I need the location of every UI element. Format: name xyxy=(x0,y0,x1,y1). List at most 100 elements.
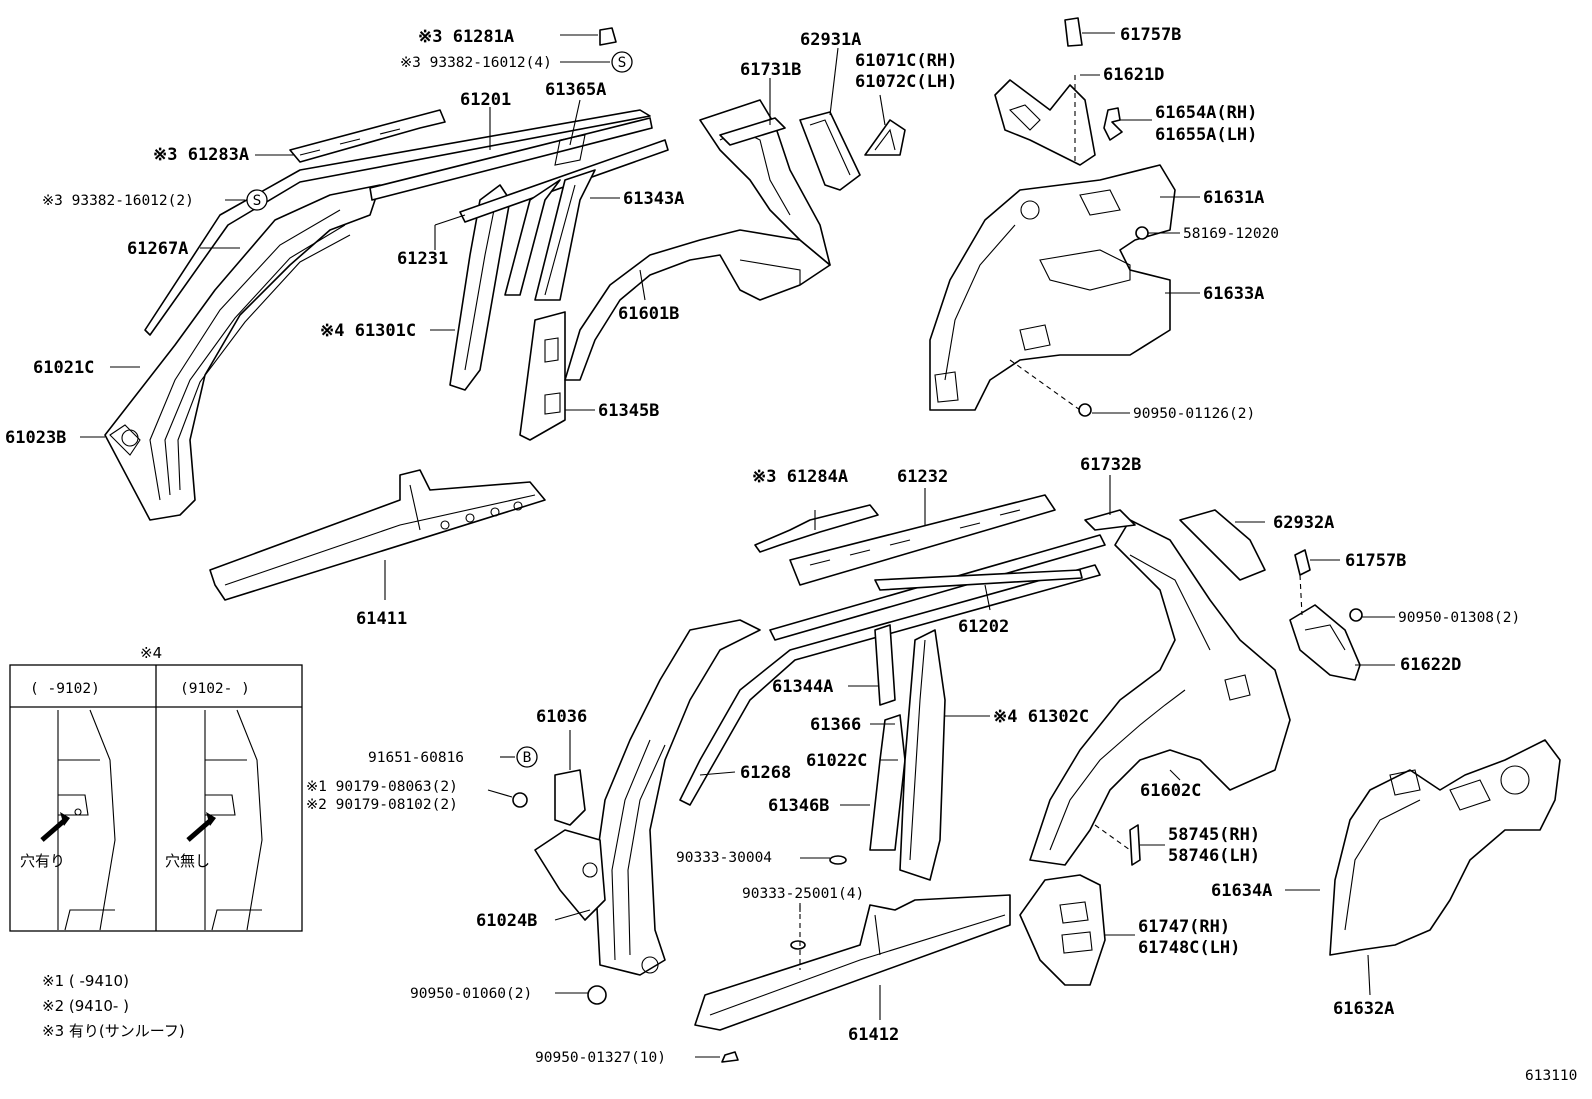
label-61343a: 61343A xyxy=(623,189,684,209)
label-61024b: 61024B xyxy=(476,911,537,931)
svg-text:B: B xyxy=(523,750,532,766)
label-62932a: 62932A xyxy=(1273,513,1334,533)
label-61365a: 61365A xyxy=(545,80,606,100)
bracket-61036-part xyxy=(554,769,586,826)
bracket-61747-part xyxy=(1019,874,1106,986)
label-61283a: ※3 61283A xyxy=(153,145,249,165)
circle-s-symbol-1: S xyxy=(611,51,633,73)
label-58745: 58745(RH) xyxy=(1168,825,1260,845)
label-61366: 61366 xyxy=(810,715,861,735)
label-58746: 58746(LH) xyxy=(1168,846,1260,866)
label-61602c: 61602C xyxy=(1140,781,1201,801)
footnote-1: ※1 ( -9410) xyxy=(42,972,129,990)
label-61071c: 61071C(RH) xyxy=(855,51,957,71)
bolt-90950-01308-part xyxy=(1349,608,1363,622)
pillar-61024b-part xyxy=(534,619,761,976)
panel-61622d-part xyxy=(1289,574,1361,681)
label-91651: 91651-60816 xyxy=(368,750,464,766)
label-61072c: 61072C(LH) xyxy=(855,72,957,92)
label-58169: 58169-12020 xyxy=(1183,226,1279,242)
label-61601b: 61601B xyxy=(618,304,679,324)
label-61202: 61202 xyxy=(958,617,1009,637)
label-61732b: 61732B xyxy=(1080,455,1141,475)
gusset-61071c-part xyxy=(864,119,906,156)
label-90333-30004: 90333-30004 xyxy=(676,850,772,866)
label-61731b: 61731B xyxy=(740,60,801,80)
label-90179-2: ※2 90179-08102(2) xyxy=(306,797,458,813)
label-61621d: 61621D xyxy=(1103,65,1164,85)
label-61655a: 61655A(LH) xyxy=(1155,125,1257,145)
label-61036: 61036 xyxy=(536,707,587,727)
label-61267a: 61267A xyxy=(127,239,188,259)
rail-61232-part xyxy=(789,494,1056,586)
label-61757b-top: 61757B xyxy=(1120,25,1181,45)
label-61301c: ※4 61301C xyxy=(320,321,416,341)
label-93382-2: ※3 93382-16012(2) xyxy=(42,193,194,209)
label-61633a: 61633A xyxy=(1203,284,1264,304)
clip-61757b-mid-part xyxy=(1294,549,1311,576)
bracket-61284a-part xyxy=(754,504,879,553)
rocker-61412-part xyxy=(694,894,1011,1031)
label-61232: 61232 xyxy=(897,467,948,487)
leader-lines xyxy=(80,32,1395,1058)
bracket-61283a-part xyxy=(289,109,446,163)
label-61411: 61411 xyxy=(356,609,407,629)
wheel-housing-61631a-part xyxy=(929,164,1176,411)
label-61632a: 61632A xyxy=(1333,999,1394,1019)
fasteners-part xyxy=(512,27,1149,1063)
inset-col2-header: (9102- ) xyxy=(180,681,250,697)
svg-text:S: S xyxy=(253,193,262,209)
label-61346b: 61346B xyxy=(768,796,829,816)
label-61654a: 61654A(RH) xyxy=(1155,103,1257,123)
diagram-id: 613110 xyxy=(1525,1068,1577,1084)
label-61344a: 61344A xyxy=(772,677,833,697)
footnote-3: ※3 有り(サンルーフ) xyxy=(42,1022,185,1040)
quarter-panel-61601b-part xyxy=(564,99,831,381)
circle-b-symbol: B xyxy=(516,746,538,768)
label-61631a: 61631A xyxy=(1203,188,1264,208)
label-61345b: 61345B xyxy=(598,401,659,421)
loop-61654a-part xyxy=(1103,107,1123,141)
label-61284a: ※3 61284A xyxy=(752,467,848,487)
pillar-61345b-part xyxy=(519,311,566,441)
inset-col2-caption: 穴無し xyxy=(165,852,210,870)
footnote-2: ※2 (9410- ) xyxy=(42,997,129,1015)
part-labels: ※3 61281A ※3 93382-16012(4) 62931A 61071… xyxy=(5,25,1520,1066)
inset-col1-header: ( -9102) xyxy=(30,681,100,697)
label-61747: 61747(RH) xyxy=(1138,917,1230,937)
label-90179-1: ※1 90179-08063(2) xyxy=(306,779,458,795)
label-90950-01060: 90950-01060(2) xyxy=(410,986,532,1002)
rocker-61411-part xyxy=(209,469,546,601)
label-62931a: 62931A xyxy=(800,30,861,50)
clip-61757b-top-part xyxy=(1064,17,1083,47)
label-61231: 61231 xyxy=(397,249,448,269)
inset-title: ※4 xyxy=(140,644,162,662)
label-90950-01327: 90950-01327(10) xyxy=(535,1050,666,1066)
label-61022c: 61022C xyxy=(806,751,867,771)
circle-s-symbol-2: S xyxy=(246,189,268,211)
label-93382-4: ※3 93382-16012(4) xyxy=(400,55,552,71)
label-61268: 61268 xyxy=(740,763,791,783)
label-61021c: 61021C xyxy=(33,358,94,378)
inset-col1-caption: 穴有り xyxy=(20,852,65,870)
rail-61365a-part xyxy=(369,117,653,201)
bracket-61731b-part xyxy=(719,117,786,146)
inset-note-4: ※4 ( -9102) (9102- ) 穴有り 穴無し xyxy=(9,644,303,932)
roof-rail-left-part xyxy=(104,109,651,521)
label-61622d: 61622D xyxy=(1400,655,1461,675)
label-61023b: 61023B xyxy=(5,428,66,448)
part-drawings xyxy=(104,17,1561,1063)
quarter-panel-61602c-part xyxy=(1029,509,1291,866)
pillar-center-right-part xyxy=(869,624,946,881)
pillar-61343a-part xyxy=(504,169,596,301)
svg-text:S: S xyxy=(618,55,627,71)
footnotes: ※1 ( -9410) ※2 (9410- ) ※3 有り(サンルーフ) xyxy=(42,972,185,1040)
label-61302c: ※4 61302C xyxy=(993,707,1089,727)
label-61281a: ※3 61281A xyxy=(418,27,514,47)
label-90950-01126: 90950-01126(2) xyxy=(1133,406,1255,422)
bracket-62931a-part xyxy=(799,111,861,191)
label-90950-01308: 90950-01308(2) xyxy=(1398,610,1520,626)
wheel-housing-61634a-part xyxy=(1329,739,1561,956)
roof-rail-right-part xyxy=(679,534,1106,806)
